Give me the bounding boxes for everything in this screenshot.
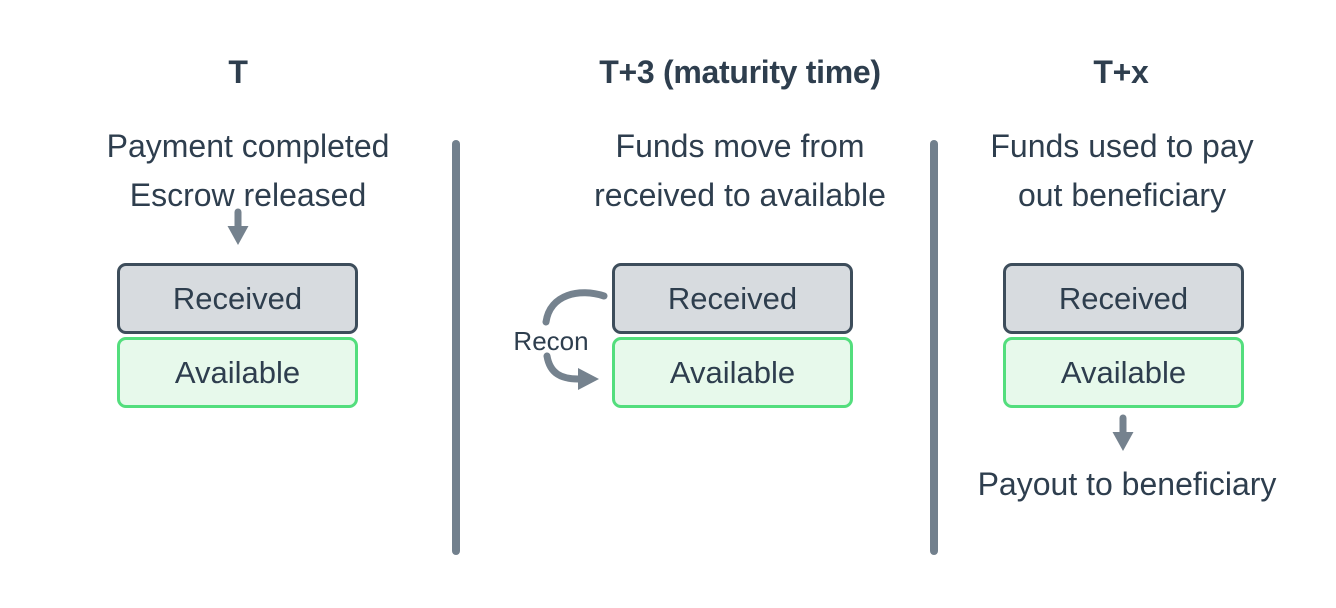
column-t3-description: Funds move from received to available xyxy=(510,122,970,220)
down-arrow-icon xyxy=(227,208,249,245)
received-box-tx: Received xyxy=(1003,263,1244,334)
available-box-tx: Available xyxy=(1003,337,1244,408)
received-box-tx-label: Received xyxy=(1058,280,1189,316)
column-tx-header: T+x xyxy=(1093,54,1149,90)
timeline-divider-2 xyxy=(930,140,938,555)
column-t3-description-line-1: Funds move from xyxy=(615,128,865,164)
timeline-divider-1 xyxy=(452,140,460,555)
available-box-t-label: Available xyxy=(174,354,301,390)
recon-label: Recon xyxy=(513,326,589,356)
column-tx-description: Funds used to pay out beneficiary xyxy=(892,122,1336,220)
column-tx-description-line-1: Funds used to pay xyxy=(990,128,1254,164)
received-box-t3: Received xyxy=(612,263,853,334)
available-box-tx-label: Available xyxy=(1060,354,1187,390)
available-box-t3-label: Available xyxy=(669,354,796,390)
payout-to-beneficiary-label: Payout to beneficiary xyxy=(977,466,1277,502)
column-t3-header: T+3 (maturity time) xyxy=(599,54,881,90)
column-tx-description-line-2: out beneficiary xyxy=(1017,177,1227,213)
column-t-description: Payment completed Escrow released xyxy=(18,122,478,220)
received-box-t3-label: Received xyxy=(667,280,798,316)
down-arrow-icon xyxy=(1112,414,1134,451)
column-t-description-line-1: Payment completed xyxy=(106,128,390,164)
received-box-t: Received xyxy=(117,263,358,334)
column-t-description-line-2: Escrow released xyxy=(129,177,367,213)
received-box-t-label: Received xyxy=(172,280,303,316)
available-box-t: Available xyxy=(117,337,358,408)
available-box-t3: Available xyxy=(612,337,853,408)
column-t-header: T xyxy=(228,54,248,90)
curved-recon-arrows-icon xyxy=(542,289,608,390)
column-t3-description-line-2: received to available xyxy=(594,177,886,213)
